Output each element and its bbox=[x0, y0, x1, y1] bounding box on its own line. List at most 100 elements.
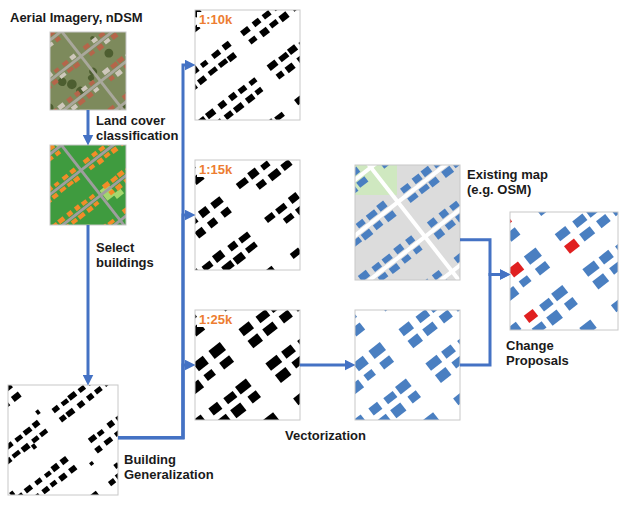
building-shape bbox=[195, 379, 204, 394]
building-shape bbox=[93, 87, 100, 93]
map-scene bbox=[195, 10, 300, 120]
building-shape bbox=[110, 61, 118, 69]
building-shape bbox=[451, 355, 460, 368]
building-shape bbox=[69, 167, 76, 174]
building-shape bbox=[378, 272, 389, 280]
building-shape bbox=[67, 180, 75, 187]
building-shape bbox=[355, 322, 365, 336]
building-shape bbox=[61, 398, 70, 406]
building-shape bbox=[532, 321, 547, 330]
building-shape bbox=[416, 310, 431, 323]
building-shape bbox=[219, 355, 234, 369]
building-shape bbox=[216, 414, 230, 420]
building-shape bbox=[245, 242, 258, 254]
building-shape bbox=[363, 369, 376, 381]
flow-arrow bbox=[460, 240, 505, 275]
building-shape bbox=[31, 435, 40, 443]
building-shape bbox=[238, 85, 248, 94]
building-shape bbox=[89, 80, 96, 86]
building-shape bbox=[376, 200, 388, 211]
building-shape bbox=[373, 220, 384, 230]
building-shape bbox=[283, 213, 295, 224]
building-shape bbox=[51, 78, 58, 85]
building-shape bbox=[546, 309, 563, 325]
building-shape bbox=[439, 310, 453, 323]
image-border bbox=[50, 145, 126, 225]
building-shape bbox=[110, 146, 118, 154]
building-shape bbox=[89, 50, 96, 56]
map-scene bbox=[195, 310, 300, 420]
building-shape bbox=[248, 36, 257, 45]
building-shape bbox=[611, 212, 618, 216]
building-shape bbox=[275, 203, 287, 215]
building-shape bbox=[50, 71, 53, 78]
image-border bbox=[355, 310, 460, 420]
building-shape bbox=[434, 228, 446, 239]
building-shape bbox=[400, 183, 411, 194]
building-shape bbox=[9, 490, 15, 495]
building-shape bbox=[432, 270, 443, 280]
building-shape bbox=[66, 96, 73, 103]
image-border bbox=[195, 10, 300, 120]
building-shape bbox=[254, 87, 263, 96]
building-shape bbox=[356, 176, 368, 188]
building-shape bbox=[89, 491, 99, 495]
building-shape bbox=[236, 177, 249, 189]
building-shape bbox=[537, 212, 553, 216]
building-shape bbox=[355, 414, 366, 420]
building-shape bbox=[524, 309, 538, 323]
building-shape bbox=[269, 19, 279, 28]
building-shape bbox=[83, 43, 91, 50]
building-shape bbox=[205, 108, 216, 119]
building-shape bbox=[358, 270, 371, 280]
building-shape bbox=[276, 70, 285, 79]
building-shape bbox=[59, 456, 68, 465]
building-shape bbox=[195, 356, 209, 372]
building-shape bbox=[51, 405, 60, 413]
flow-arrow bbox=[118, 365, 190, 438]
building-shape bbox=[407, 192, 418, 203]
building-shape bbox=[281, 344, 296, 358]
building-shape bbox=[395, 379, 412, 395]
tree-mark bbox=[103, 47, 115, 59]
building-shape bbox=[389, 263, 401, 274]
building-shape bbox=[609, 261, 618, 275]
building-shape bbox=[55, 36, 62, 43]
building-shape bbox=[67, 66, 75, 73]
building-shape bbox=[34, 477, 42, 485]
building-shape bbox=[379, 355, 394, 369]
road-line bbox=[50, 145, 126, 205]
building-shape bbox=[203, 369, 216, 381]
building-shape bbox=[73, 62, 81, 69]
building-shape bbox=[195, 227, 206, 239]
building-shape bbox=[265, 355, 282, 371]
map-ground bbox=[195, 10, 300, 120]
map-image bbox=[0, 301, 212, 514]
building-shape bbox=[222, 41, 232, 51]
building-shape bbox=[94, 386, 103, 394]
building-shape bbox=[200, 60, 209, 68]
building-shape bbox=[24, 484, 33, 493]
building-shape bbox=[449, 201, 460, 211]
flow-arrow bbox=[300, 364, 350, 367]
step-label: Building Generalization bbox=[124, 452, 234, 482]
building-shape bbox=[198, 116, 207, 120]
map-ground bbox=[510, 212, 618, 330]
building-shape bbox=[103, 38, 110, 45]
building-shape bbox=[57, 102, 65, 110]
map-scene bbox=[50, 145, 126, 225]
building-shape bbox=[453, 390, 460, 405]
map-scene bbox=[8, 385, 118, 495]
building-shape bbox=[572, 214, 587, 228]
building-shape bbox=[275, 367, 291, 383]
building-shape bbox=[256, 310, 271, 323]
building-shape bbox=[58, 472, 68, 481]
building-shape bbox=[57, 216, 65, 224]
step-label: Vectorization bbox=[285, 428, 405, 443]
image-panel bbox=[355, 310, 460, 420]
building-shape bbox=[54, 181, 60, 187]
building-shape bbox=[524, 247, 542, 264]
building-shape bbox=[50, 145, 55, 151]
building-shape bbox=[510, 286, 519, 301]
building-shape bbox=[74, 204, 81, 211]
